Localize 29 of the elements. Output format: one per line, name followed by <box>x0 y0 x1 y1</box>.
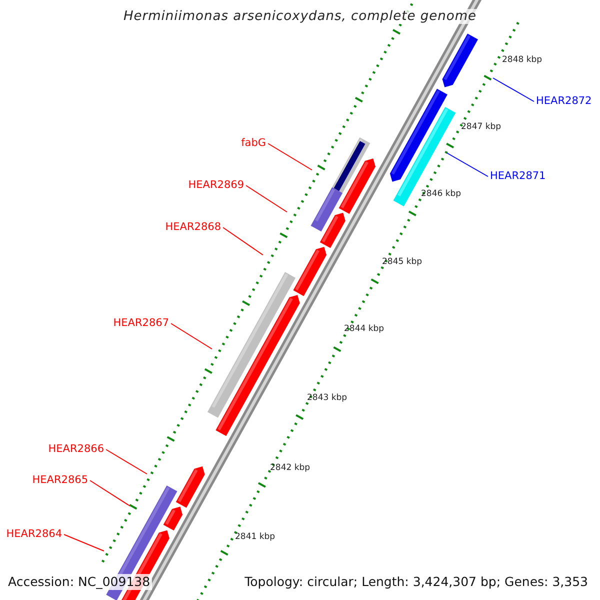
genome-title: Herminiimonas arsenicoxydans, complete genome <box>122 9 478 24</box>
gene-label: HEAR2865 <box>32 474 88 487</box>
leader-line <box>246 185 288 212</box>
gene-label: HEAR2872 <box>536 95 592 108</box>
scale-label: 2841 kbp <box>235 532 276 542</box>
leader-line <box>64 534 104 552</box>
scale-label: 2845 kbp <box>382 257 422 267</box>
scale-label: 2848 kbp <box>502 55 542 65</box>
scale-label: 2844 kbp <box>344 324 384 334</box>
gene-label: HEAR2869 <box>188 179 244 192</box>
leader-line <box>222 227 264 256</box>
leader-line <box>268 143 312 170</box>
gene-label: HEAR2871 <box>490 170 546 183</box>
gene-label: HEAR2866 <box>48 443 104 456</box>
accession-text: Accession: NC_009138 <box>6 574 152 590</box>
gene-label: HEAR2864 <box>6 528 62 541</box>
leader-line <box>106 449 148 474</box>
scale-label: 2847 kbp <box>461 122 502 132</box>
scale-label: 2846 kbp <box>421 189 462 199</box>
leader-line <box>90 480 130 506</box>
gene-label: HEAR2867 <box>113 317 169 330</box>
scale-label: 2842 kbp <box>270 463 310 473</box>
leader-line <box>492 78 534 102</box>
scale-label: 2843 kbp <box>307 393 348 403</box>
gene-label: HEAR2868 <box>165 221 221 234</box>
genome-stats-text: Topology: circular; Length: 3,424,307 bp; Genes: 3,353 <box>242 574 590 590</box>
leader-line <box>170 323 212 350</box>
leader-line <box>446 152 488 177</box>
gene-label: fabG <box>241 137 266 150</box>
